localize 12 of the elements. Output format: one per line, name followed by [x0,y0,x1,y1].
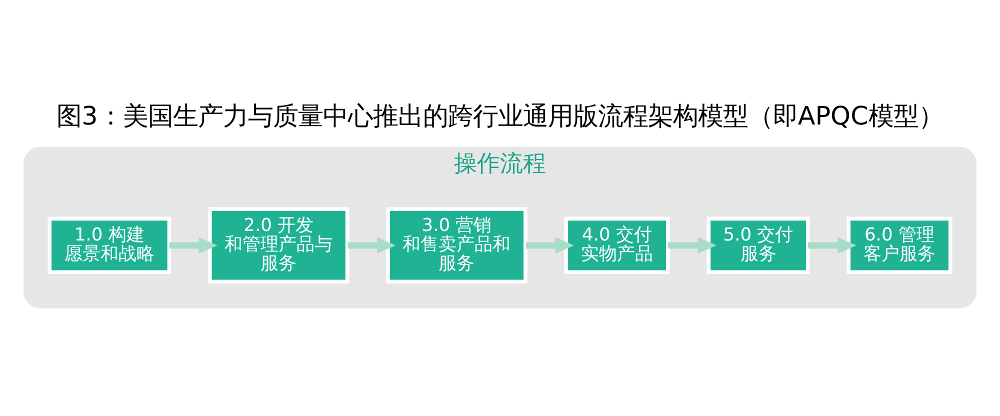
arrow [808,236,856,254]
node-box: 6.0 管理客户服务 [846,216,952,274]
arrow [526,236,574,254]
node-box: 4.0 交付实物产品 [564,216,670,274]
arrow [348,236,396,254]
node-box: 2.0 开发和管理产品与服务 [208,206,350,284]
node-box: 5.0 交付服务 [706,216,810,274]
arrow [668,236,717,254]
node-box: 1.0 构建愿景和战略 [48,216,172,274]
node-box: 3.0 营销和售卖产品和服务 [386,206,528,284]
diagram-title: 图3：美国生产力与质量中心推出的跨行业通用版流程架构模型（即APQC模型） [56,100,944,130]
arrow [169,236,218,254]
